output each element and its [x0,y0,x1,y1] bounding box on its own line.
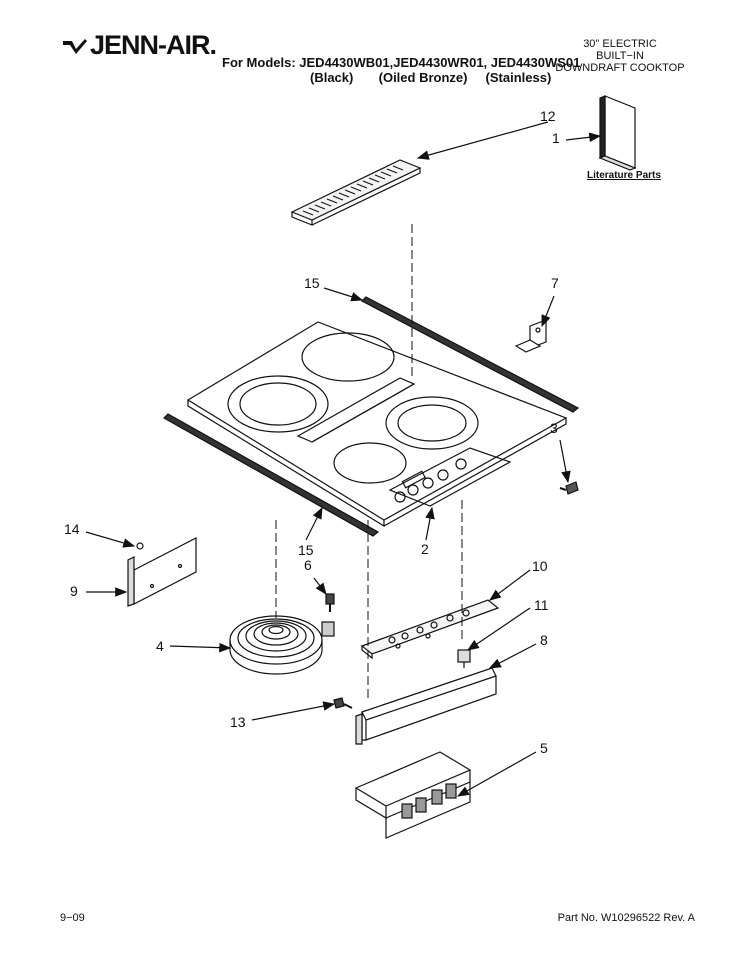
callout-6: 6 [304,557,312,573]
brand-name: JENN-AIR. [90,30,217,60]
callout-12: 12 [540,108,556,124]
callout-3: 3 [550,420,558,436]
callout-7: 7 [551,275,559,291]
leader-lines [85,121,602,797]
literature-parts-label: Literature Parts [587,170,661,181]
callout-9: 9 [70,583,78,599]
radiant-element [229,615,335,675]
callout-4: 4 [156,638,164,654]
callout-13: 13 [230,714,246,730]
control-housing [355,667,497,745]
callout-11: 11 [534,597,549,613]
models-line: For Models: JED4430WB01,JED4430WR01, JED… [222,55,581,70]
side-bracket [127,537,197,607]
mounting-bracket [514,319,547,353]
vent-grille [290,159,422,226]
relay-box [354,751,472,839]
control-board [360,599,500,660]
cooktop-glass [186,321,568,528]
screw-13 [333,697,353,709]
callout-15-rear: 15 [304,275,320,291]
callout-1: 1 [552,130,560,146]
screw-3 [559,481,579,495]
footer-part-number: Part No. W10296522 Rev. A [557,912,695,924]
models-finish-line: (Black) (Oiled Bronze) (Stainless) [310,70,552,85]
callout-2: 2 [421,541,429,557]
callout-15-front: 15 [298,542,314,558]
footer-date: 9−09 [60,912,85,924]
callout-10: 10 [532,558,548,574]
alignment-lines [275,224,463,700]
trim-strip-rear [360,296,580,413]
callout-8: 8 [540,632,548,648]
literature-booklet [598,95,637,171]
product-description: 30" ELECTRIC BUILT−IN DOWNDRAFT COOKTOP [545,38,695,74]
trim-strip-front [163,413,380,537]
callout-14: 14 [64,521,80,537]
screw-6 [325,593,335,612]
control-switch [457,649,471,668]
product-line: BUILT−IN [596,50,644,62]
brand-logo: JENN-AIR. [62,30,217,61]
product-line: DOWNDRAFT COOKTOP [555,62,685,74]
product-line: 30" ELECTRIC [583,38,657,50]
callout-5: 5 [540,740,548,756]
brand-mark-icon [63,38,87,54]
